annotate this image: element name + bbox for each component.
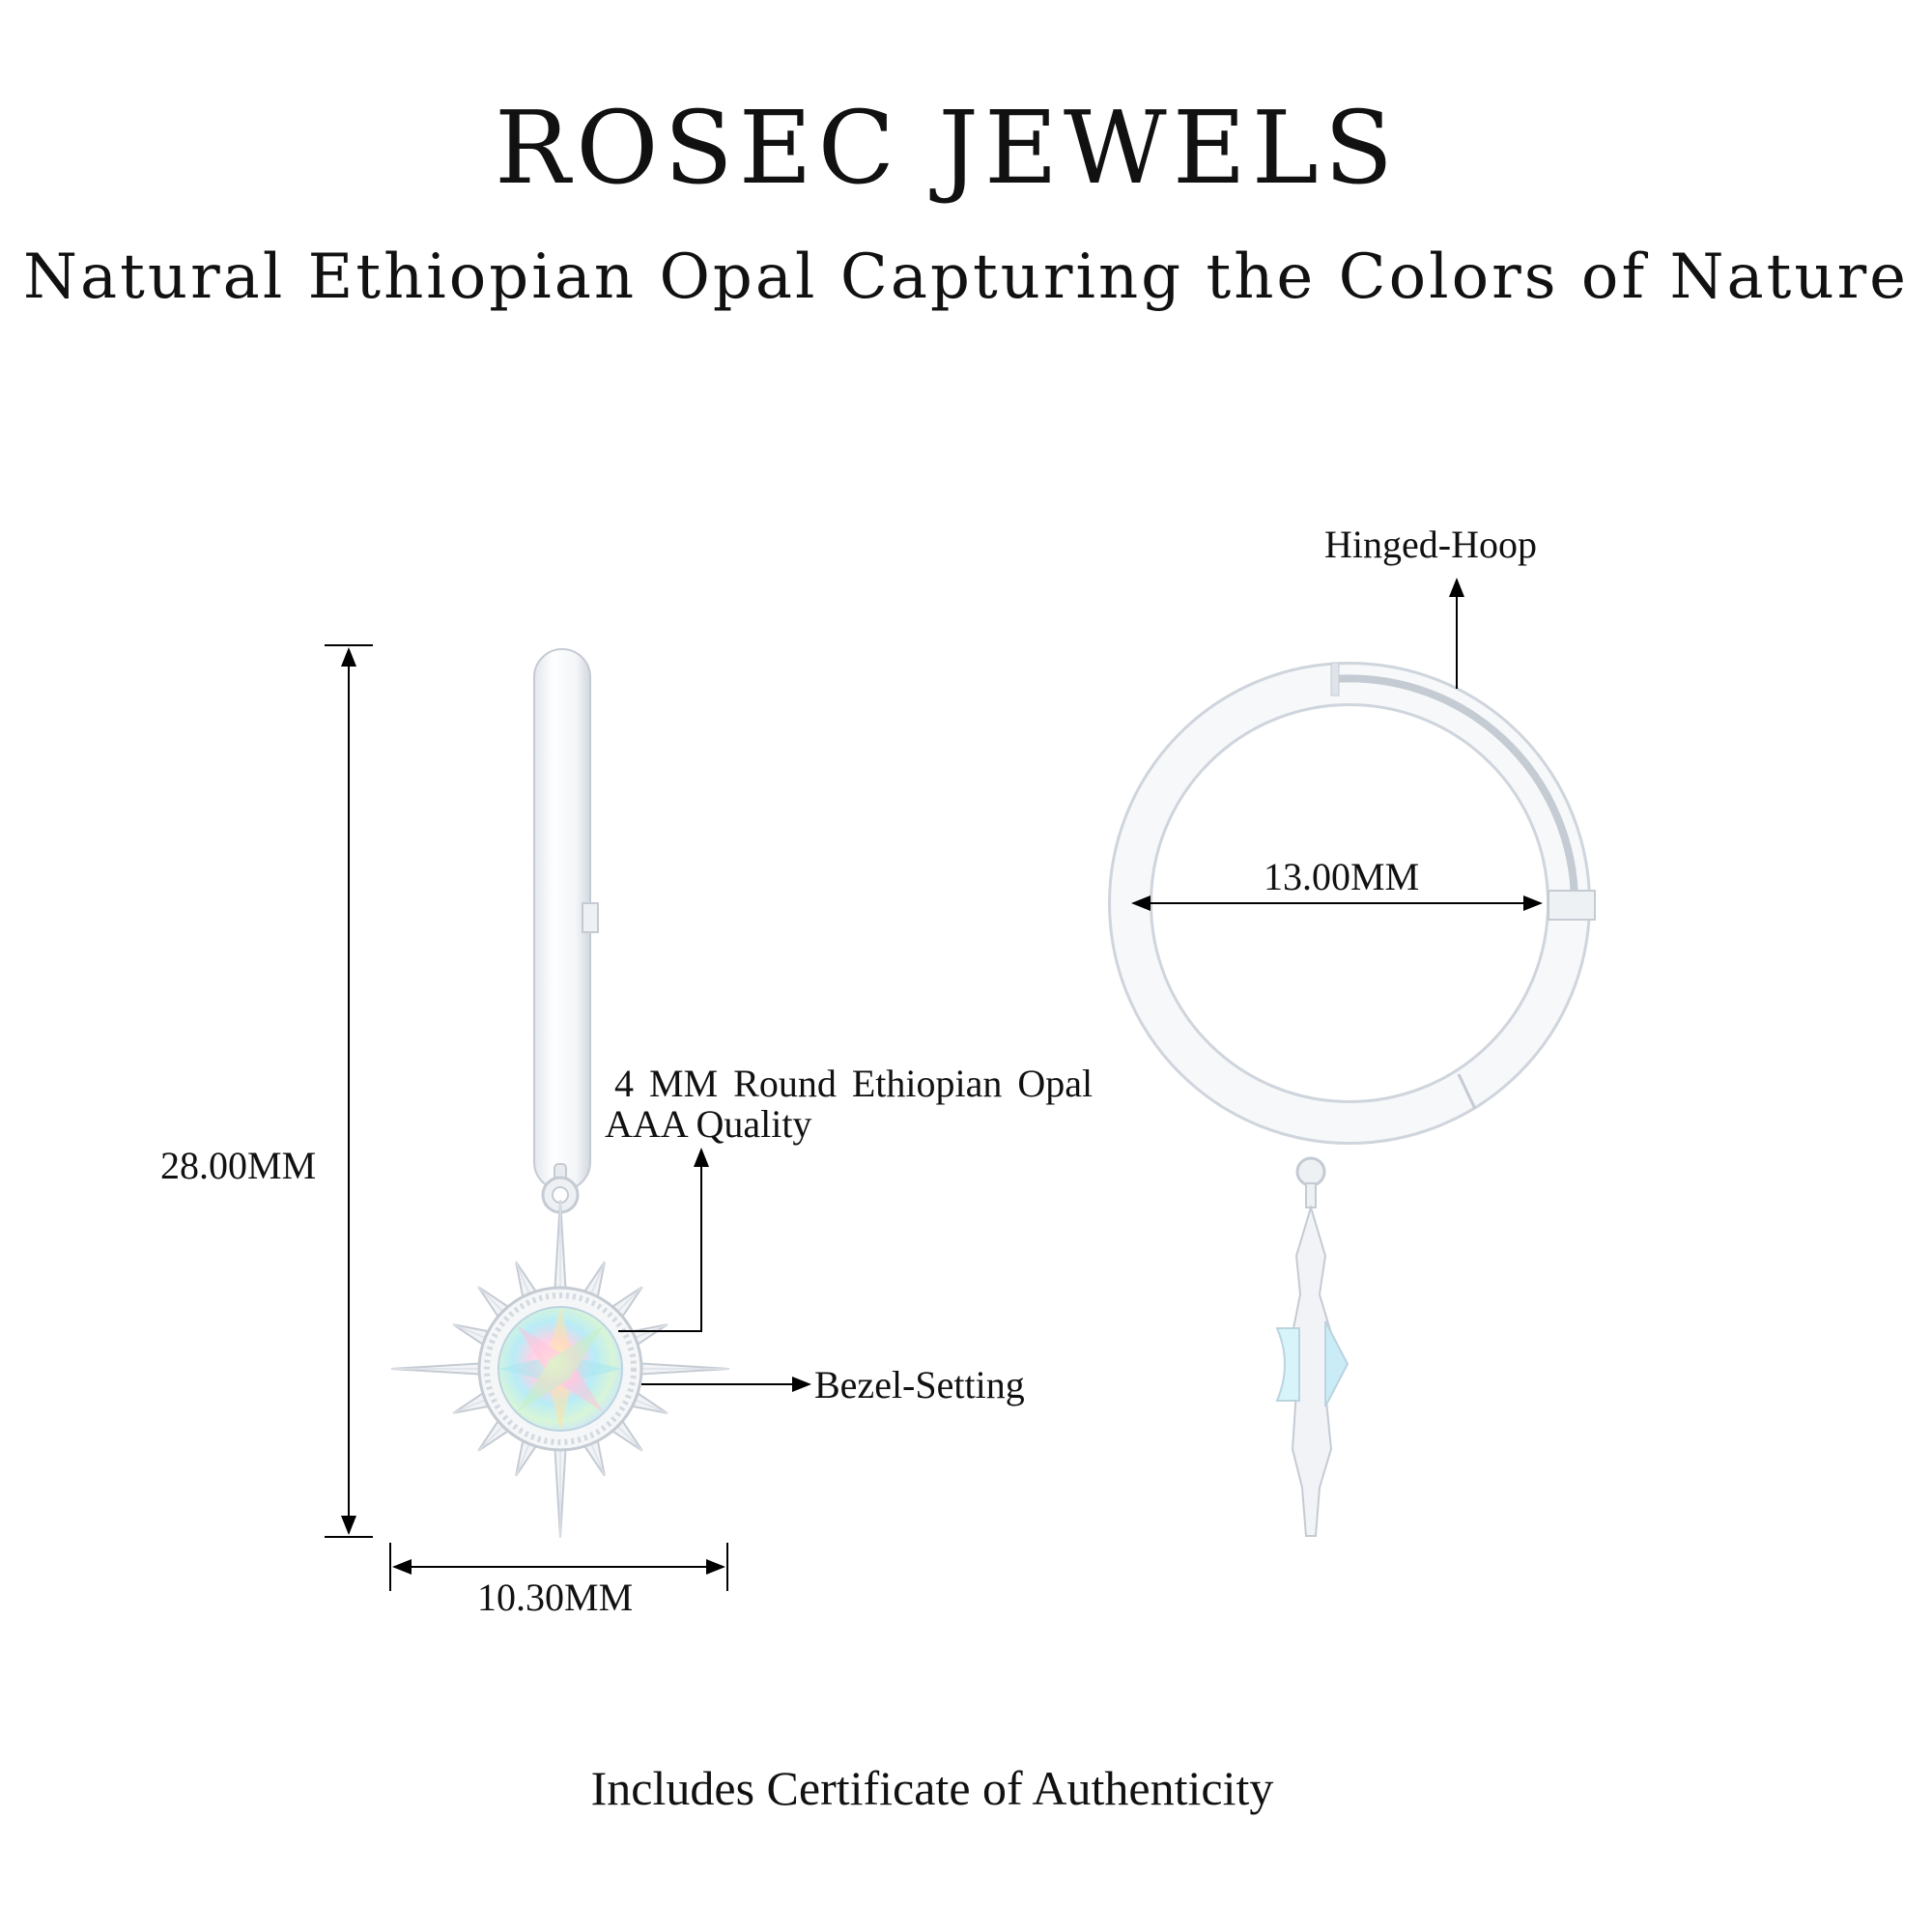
certificate-note: Includes Certificate of Authenticity — [590, 1761, 1274, 1815]
front-view-earring — [390, 648, 730, 1539]
height-label: 28.00MM — [160, 1144, 317, 1187]
opal-profile — [1324, 1321, 1350, 1407]
width-dimension — [389, 1543, 728, 1591]
setting-label: Bezel-Setting — [814, 1363, 1025, 1406]
brand-title: ROSEC JEWELS — [494, 89, 1400, 207]
diameter-label: 13.00MM — [1264, 855, 1420, 898]
stone-label: 4 MM Round Ethiopian Opal — [614, 1062, 1094, 1105]
hoop-label: Hinged-Hoop — [1324, 523, 1537, 566]
sun-pendant-profile — [1291, 1204, 1333, 1537]
product-tagline: Natural Ethiopian Opal Capturing the Col… — [22, 242, 1910, 313]
stone-leader-line — [618, 1148, 709, 1332]
height-dimension — [325, 644, 373, 1538]
hinge-clasp — [582, 902, 599, 933]
width-label: 10.30MM — [477, 1576, 634, 1619]
opal-facets — [498, 1307, 622, 1431]
side-view-earring — [1108, 662, 1596, 1537]
quality-label: AAA Quality — [605, 1102, 812, 1146]
hinge-segment — [1332, 674, 1578, 904]
hinge-clasp-side — [1548, 890, 1596, 921]
